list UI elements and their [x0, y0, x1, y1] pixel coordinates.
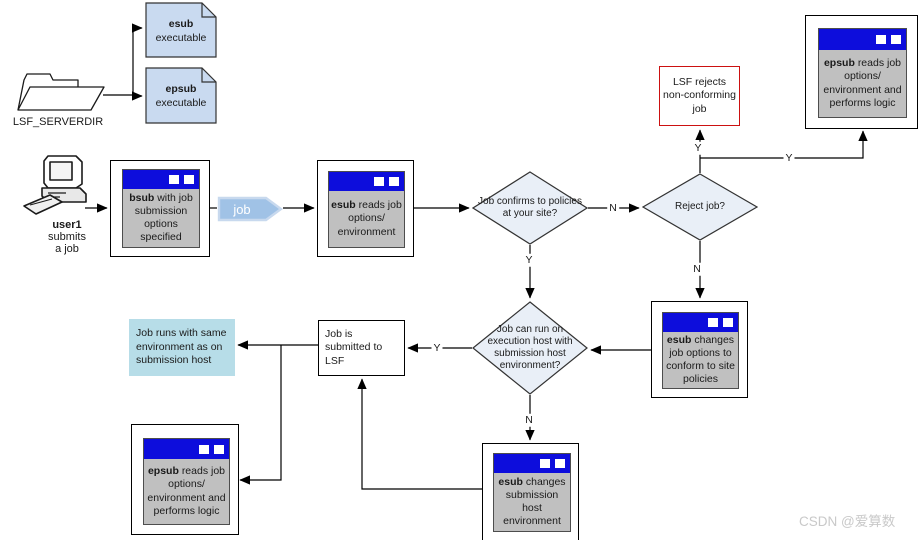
window-button-icon [214, 444, 224, 454]
window-button-icon [876, 35, 886, 44]
job-chevron-label: job [233, 201, 251, 217]
doc-type: executable [155, 96, 207, 109]
epsub-bottom-window-box: epsub reads job options/ environment and… [131, 424, 239, 535]
branch-label-y: Y [431, 341, 443, 355]
window-titlebar [123, 170, 199, 189]
esub-reads-window-box: esub reads job options/ environment [317, 160, 414, 257]
watermark: CSDN @爱算数 [799, 514, 896, 529]
doc-keyword: esub [168, 18, 194, 30]
bsub-window-box: bsub with job submission options specifi… [110, 160, 210, 257]
branch-label-y: Y [783, 151, 795, 165]
doc-keyword: epsub [165, 83, 197, 95]
epsub-top-text: epsub reads job options/ environment and… [823, 57, 902, 109]
esub-executable-doc: esub executable [145, 2, 217, 58]
connector-reject-to-epsub-top [700, 130, 868, 159]
decision-policies: Job confirms to policies at your site? [472, 171, 588, 245]
window-titlebar [144, 439, 229, 459]
esub-changes-env-text: esub changes submission host environment [498, 475, 566, 528]
epsub-executable-doc: epsub executable [145, 67, 217, 124]
decision-reject-text: Reject job? [674, 200, 725, 212]
job-submitted-box: Job is submitted to LSF [318, 320, 405, 376]
window-button-icon [169, 175, 179, 184]
branch-label-n: N [607, 201, 619, 215]
user-label: user1 submits a job [48, 219, 86, 255]
decision-policies-text: Job confirms to policies at your site? [478, 195, 582, 219]
esub-changes-options-text: esub changes job options to conform to s… [666, 333, 735, 386]
window-button-icon [374, 177, 384, 186]
window-button-icon [891, 35, 901, 44]
window-titlebar [663, 313, 738, 332]
window-button-icon [540, 459, 550, 468]
decision-env: Job can run on execution host with submi… [472, 301, 588, 395]
connector-branch-to-epsub-bottom [239, 345, 282, 485]
branch-label-y: Y [692, 141, 704, 155]
branch-label-n: N [691, 262, 703, 276]
reject-notice-box: LSF rejects non-conforming job [659, 66, 740, 126]
bsub-window-text: bsub with job submission options specifi… [129, 191, 193, 244]
branch-label-y: Y [523, 253, 535, 267]
esub-reads-text: esub reads job options/ environment [331, 199, 402, 238]
branch-label-n: N [523, 413, 535, 427]
window-titlebar [329, 172, 404, 191]
epsub-bottom-text: epsub reads job options/ environment and… [147, 465, 226, 517]
esub-changes-env-window-box: esub changes submission host environment [482, 443, 579, 540]
decision-env-text: Job can run on execution host with submi… [487, 323, 573, 372]
computer-icon [20, 152, 90, 218]
window-titlebar [819, 29, 906, 50]
esub-changes-options-window-box: esub changes job options to conform to s… [651, 301, 748, 398]
epsub-top-window-box: epsub reads job options/ environment and… [805, 15, 918, 129]
window-button-icon [555, 459, 565, 468]
same-env-box: Job runs with same environment as on sub… [129, 319, 235, 376]
window-button-icon [199, 444, 209, 454]
window-button-icon [389, 177, 399, 186]
folder-icon [10, 68, 110, 114]
folder-label: LSF_SERVERDIR [12, 116, 104, 128]
connector-esub-env-to-submitted [357, 378, 482, 490]
job-chevron: job [217, 196, 284, 222]
window-button-icon [708, 318, 718, 327]
decision-reject: Reject job? [642, 173, 758, 241]
window-button-icon [723, 318, 733, 327]
doc-type: executable [155, 31, 207, 44]
window-button-icon [184, 175, 194, 184]
window-titlebar [494, 454, 570, 473]
